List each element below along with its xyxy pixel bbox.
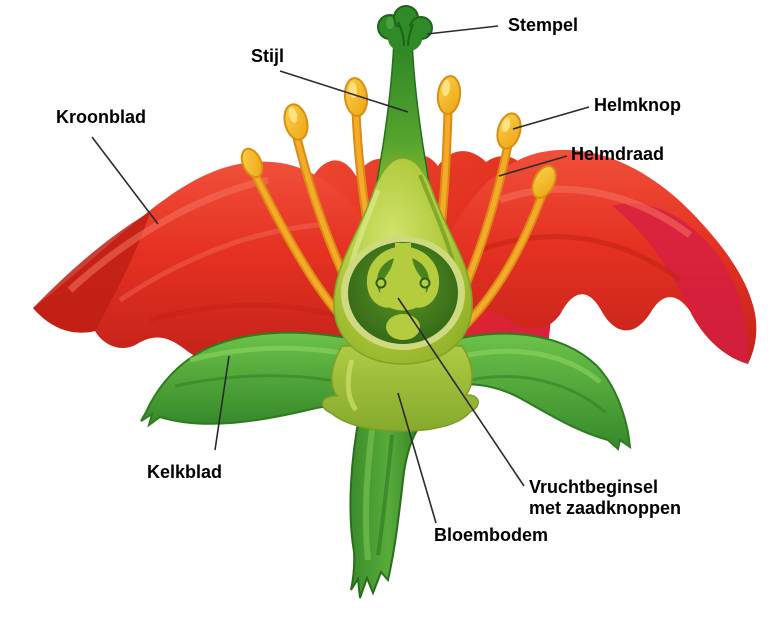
petal-left-shadow: [149, 302, 351, 323]
ovule-right: [404, 247, 440, 308]
label-vruchtbeginsel-line1: Vruchtbeginsel: [529, 477, 659, 497]
pistil: [333, 5, 473, 365]
ovule-right-eye: [419, 277, 431, 289]
leader-bloembodem: [397, 392, 437, 524]
sepal-right: [428, 332, 632, 451]
ovary-septum: [380, 243, 426, 311]
stem: [349, 410, 429, 599]
label-kelkblad: Kelkblad: [147, 462, 223, 482]
petal-right-fold: [612, 203, 748, 364]
receptacle: [321, 345, 479, 432]
leader-kroonblad: [91, 136, 159, 225]
leader-kelkblad: [214, 355, 230, 451]
label-stempel: Stempel: [508, 15, 579, 35]
receptacle-highlight: [345, 359, 359, 412]
stem-highlight: [362, 429, 375, 561]
label-helmknop: Helmknop: [594, 95, 682, 115]
stem-shadow: [376, 434, 394, 556]
anther-1: [240, 147, 264, 179]
petal-left-highlight: [67, 176, 269, 293]
sepal-right-vein: [469, 375, 606, 414]
anther-highlights: [288, 80, 511, 132]
label-kroonblad: Kroonblad: [56, 107, 146, 127]
sepal-right-highlight: [454, 348, 602, 384]
leader-helmknop: [512, 106, 590, 130]
leader-stempel: [426, 25, 499, 35]
stem-group: [349, 410, 429, 599]
anther-4: [436, 75, 462, 115]
ovary-base-bulge: [386, 314, 420, 340]
leader-stijl: [279, 70, 409, 113]
label-bloembodem: Bloembodem: [434, 525, 549, 545]
petal-right-shadow: [479, 234, 682, 283]
label-vruchtbeginsel-line2: met zaadknoppen: [529, 498, 682, 518]
leader-vruchtbeginsel: [397, 297, 525, 487]
petal-left-highlight-2: [118, 222, 321, 303]
label-helmdraad: Helmdraad: [571, 144, 665, 164]
leader-helmdraad: [498, 155, 568, 177]
anther-3: [343, 77, 369, 117]
ovule-left-eye: [375, 277, 387, 289]
petal-right: [420, 149, 757, 364]
anther-6: [531, 165, 557, 199]
petal-right-highlight: [498, 185, 693, 238]
leader-lines: [91, 25, 590, 524]
ovule-left: [366, 247, 402, 308]
receptacle-group: [321, 345, 479, 432]
anther-5: [496, 112, 522, 150]
stigma: [377, 5, 433, 52]
label-stijl: Stijl: [251, 46, 285, 66]
label-vruchtbeginsel: Vruchtbeginsel met zaadknoppen: [529, 477, 681, 519]
